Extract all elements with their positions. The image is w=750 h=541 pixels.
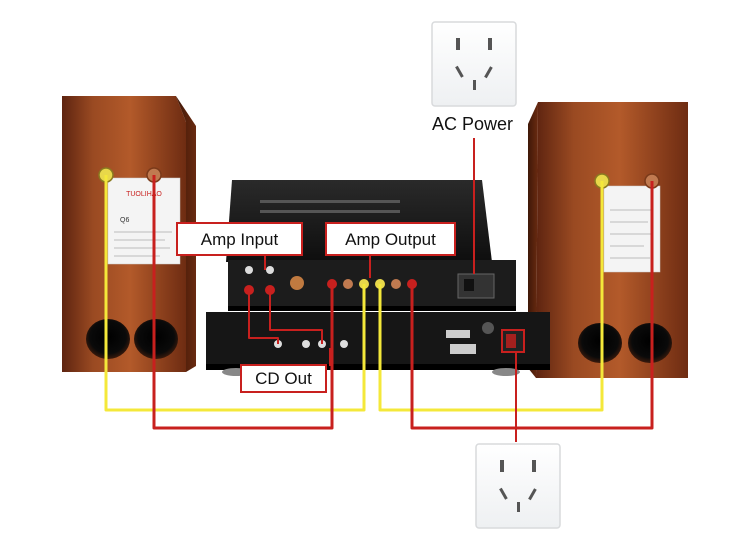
left-speaker: TUOLIHAO Q6	[62, 96, 196, 372]
wire-left-red	[152, 175, 334, 430]
amp-out-terminal-5	[391, 279, 401, 289]
amp-power-socket	[457, 273, 495, 299]
wire-input-1	[248, 290, 279, 344]
wire-input-2	[269, 290, 323, 344]
wires	[104, 138, 654, 442]
wire-right-yellow	[378, 181, 604, 412]
left-speaker-port-1	[86, 319, 130, 359]
speaker-brand-text: TUOLIHAO	[126, 191, 162, 198]
wire-left-yellow	[104, 175, 366, 412]
wall-outlet-top	[431, 21, 517, 107]
amp-input-label: Amp Input	[176, 222, 303, 256]
wall-outlet-bottom	[475, 443, 561, 529]
amp-rca-1	[245, 266, 253, 274]
cd-player	[206, 312, 550, 376]
right-speaker	[528, 102, 688, 378]
amp-out-terminal-2	[343, 279, 353, 289]
left-speaker-port-2	[134, 319, 178, 359]
speaker-model-text: Q6	[120, 217, 129, 224]
amp-rca-2	[266, 266, 274, 274]
right-speaker-port-1	[578, 323, 622, 363]
amp-output-label: Amp Output	[325, 222, 456, 256]
right-speaker-port-2	[628, 323, 672, 363]
amp-knob	[290, 276, 304, 290]
speaker-spec-label	[107, 177, 181, 265]
ac-power-label: AC Power	[432, 114, 514, 134]
cd-rca-2	[302, 340, 310, 348]
wire-right-red	[410, 181, 654, 430]
cd-out-label: CD Out	[240, 364, 327, 393]
cd-rca-4	[340, 340, 348, 348]
